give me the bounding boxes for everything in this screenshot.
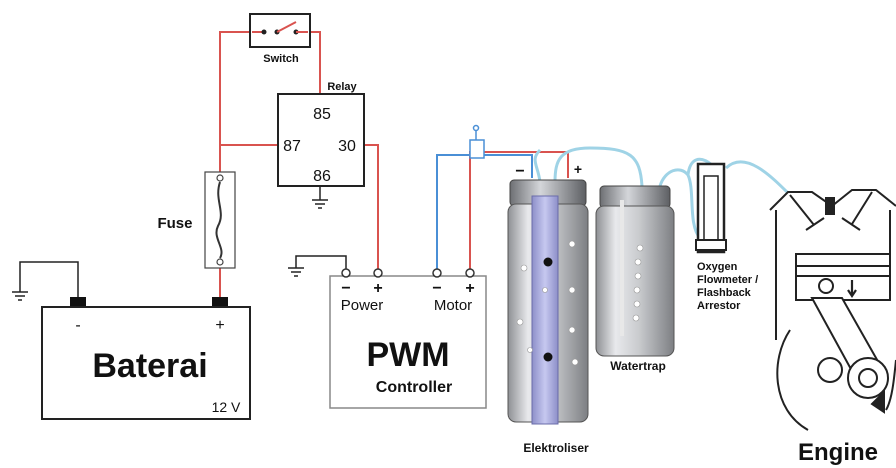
fuse-label: Fuse bbox=[157, 215, 192, 232]
pwm-motor-minus: − bbox=[432, 280, 441, 297]
engine-intake-valve-icon bbox=[789, 194, 825, 231]
watertrap-component: Watertrap bbox=[595, 185, 675, 373]
flowmeter-label-line1: Oxygen bbox=[697, 261, 738, 273]
wire-battery-ground bbox=[19, 261, 79, 297]
hose-electrolyser-to-watertrap bbox=[553, 146, 644, 187]
battery-minus-label: - bbox=[75, 317, 80, 334]
pwm-power-plus: + bbox=[373, 280, 382, 297]
pwm-motor-label: Motor bbox=[434, 297, 472, 314]
negative-wires bbox=[436, 154, 533, 270]
battery-plus-label: + bbox=[215, 317, 224, 334]
pwm-title: PWM bbox=[366, 336, 449, 374]
relay-pin-86: 86 bbox=[313, 168, 331, 185]
engine-exhaust-valve-icon bbox=[841, 191, 873, 231]
engine-rotation-arrow-icon bbox=[870, 389, 885, 414]
relay-pin-30: 30 bbox=[338, 138, 356, 155]
switch-component: Switch bbox=[249, 13, 311, 65]
flowmeter-label-line3: Flashback bbox=[697, 287, 752, 299]
pwm-motor-plus: + bbox=[465, 280, 474, 297]
pwm-power-label: Power bbox=[341, 297, 384, 314]
electrolyser-bubbles bbox=[516, 240, 579, 366]
watertrap-label: Watertrap bbox=[610, 359, 666, 373]
relay-pin-85: 85 bbox=[313, 106, 331, 123]
positive-wires bbox=[219, 31, 569, 297]
electrolyser-plus: + bbox=[574, 161, 582, 177]
gas-hoses bbox=[533, 146, 792, 240]
wire-fuse-to-switch bbox=[219, 31, 250, 172]
relay-pin-87: 87 bbox=[283, 138, 301, 155]
switch-label: Switch bbox=[263, 53, 299, 65]
wire-motor-plus-to-electrolyser bbox=[469, 151, 569, 270]
electrolyser-label: Elektroliser bbox=[523, 441, 589, 455]
flowmeter-label-line4: Arrestor bbox=[697, 300, 741, 312]
electrolyser-component: − + Elektroliser bbox=[507, 161, 589, 455]
battery-component: - + Baterai 12 V bbox=[41, 297, 251, 420]
ground-wires bbox=[12, 186, 347, 301]
relay-component: Relay 85 87 30 86 bbox=[277, 81, 365, 187]
flowmeter-component: Oxygen Flowmeter / Flashback Arrestor bbox=[695, 162, 758, 312]
engine-label: Engine bbox=[798, 439, 878, 466]
engine-component: Engine bbox=[769, 189, 896, 466]
hose-flowmeter-to-engine bbox=[724, 160, 792, 197]
pwm-power-minus: − bbox=[341, 280, 350, 297]
relay-label: Relay bbox=[327, 81, 357, 93]
wire-electrolyser-minus bbox=[478, 154, 533, 178]
gas-valve-icon bbox=[469, 124, 485, 159]
electrolyser-minus: − bbox=[515, 163, 524, 180]
flowmeter-label-line2: Flowmeter / bbox=[697, 274, 758, 286]
battery-voltage: 12 V bbox=[212, 399, 241, 415]
battery-name: Baterai bbox=[92, 347, 207, 385]
engine-crank-case bbox=[776, 329, 896, 431]
hose-watertrap-to-flowmeter bbox=[658, 168, 702, 240]
fuse-component: Fuse bbox=[157, 171, 236, 269]
pwm-controller: − + Power − + Motor PWM Controller bbox=[329, 268, 487, 409]
hose-electrolyser-loop bbox=[533, 148, 542, 183]
wire-relay30-to-pwm bbox=[364, 144, 379, 270]
watertrap-bubbles bbox=[632, 244, 644, 322]
pwm-subtitle: Controller bbox=[376, 379, 452, 396]
wire-pwm-ground bbox=[295, 255, 347, 270]
wire-motor-minus-to-electrolyser bbox=[436, 154, 478, 270]
